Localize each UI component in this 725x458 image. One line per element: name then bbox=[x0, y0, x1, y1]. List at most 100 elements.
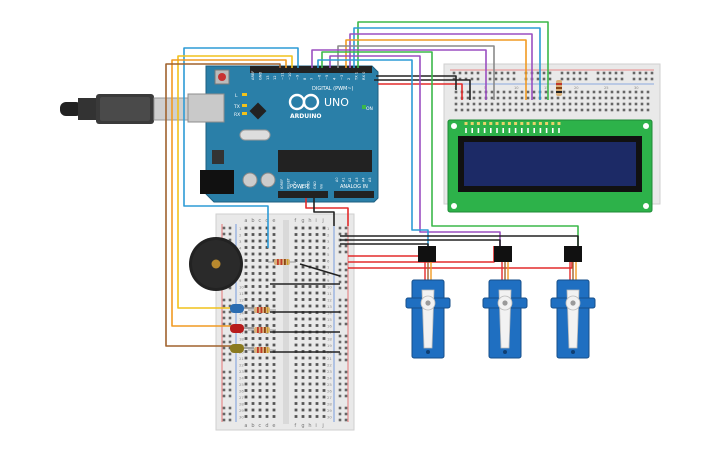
power-pin-label: Vin bbox=[320, 184, 324, 189]
led-yellow[interactable] bbox=[230, 344, 254, 353]
row-number: 12 bbox=[239, 298, 244, 303]
digital-pin-label: GND bbox=[258, 72, 262, 80]
row-number: 10 bbox=[514, 86, 519, 90]
on-label: ON bbox=[366, 106, 373, 112]
column-letter: g bbox=[301, 423, 304, 429]
servo-motor[interactable] bbox=[482, 262, 528, 359]
led-blue[interactable] bbox=[230, 304, 254, 313]
column-letter: i bbox=[315, 423, 316, 429]
l-label: L bbox=[235, 93, 238, 99]
row-number: 11 bbox=[239, 291, 244, 296]
column-letter: j bbox=[321, 218, 323, 224]
column-letter: d bbox=[265, 423, 268, 429]
resistor-buzzer[interactable] bbox=[268, 259, 296, 265]
wire-blue-lcd[interactable] bbox=[353, 27, 541, 100]
row-number: 23 bbox=[239, 369, 244, 374]
led-red[interactable] bbox=[230, 324, 254, 333]
column-letter: b bbox=[251, 423, 254, 429]
resistor-led-blue[interactable] bbox=[248, 307, 276, 313]
row-number: 9 bbox=[239, 278, 242, 283]
row-number: 28 bbox=[327, 402, 332, 407]
column-letter: j bbox=[321, 423, 323, 429]
digital-pin-label: RX 0 bbox=[362, 71, 366, 80]
servo-motor[interactable] bbox=[550, 262, 596, 359]
row-number: 20 bbox=[574, 86, 579, 90]
row-number: 22 bbox=[327, 363, 332, 368]
wire-black-gnd[interactable] bbox=[313, 198, 335, 226]
row-number: 24 bbox=[239, 376, 244, 381]
wire-green-lcd[interactable] bbox=[357, 21, 549, 100]
lcd-pin-header bbox=[464, 122, 561, 133]
digital-pin-label: ~9 bbox=[295, 74, 299, 80]
tx-label: TX bbox=[233, 104, 240, 110]
row-number: 22 bbox=[239, 363, 244, 368]
power-header bbox=[278, 191, 328, 198]
column-letter: b bbox=[251, 218, 254, 224]
wire-orange-led[interactable] bbox=[171, 59, 287, 327]
row-number: 16 bbox=[327, 324, 332, 329]
wire-red-lcd[interactable] bbox=[378, 83, 463, 100]
row-number: 1 bbox=[327, 226, 330, 231]
wire-brown-led[interactable] bbox=[165, 63, 281, 347]
arduino-logo bbox=[288, 93, 320, 111]
usb-port bbox=[187, 93, 225, 123]
column-letter: c bbox=[258, 218, 261, 224]
wire-purple-servo-2[interactable] bbox=[329, 55, 501, 246]
row-number: 15 bbox=[327, 317, 332, 322]
brand-label: ARDUINO bbox=[290, 113, 321, 120]
row-number: 21 bbox=[327, 356, 332, 361]
wire-blue-servo-1[interactable] bbox=[317, 59, 429, 246]
resistor-lcd[interactable] bbox=[556, 80, 562, 96]
digital-pin-label: ~10 bbox=[288, 72, 292, 80]
row-number: 21 bbox=[239, 356, 244, 361]
column-letter: f bbox=[294, 218, 296, 224]
row-number: 19 bbox=[327, 343, 332, 348]
wire-gray-lcd[interactable] bbox=[337, 45, 495, 100]
digital-pin-label: 2 bbox=[347, 78, 351, 80]
wire-orange-lcd[interactable] bbox=[345, 39, 527, 100]
wire-yellow-led[interactable] bbox=[177, 55, 293, 309]
wire-black-lcd[interactable] bbox=[374, 79, 471, 100]
digital-pin-label: 13 bbox=[266, 75, 270, 80]
wire-blue-buzzer[interactable] bbox=[183, 47, 299, 248]
resistor-led-yellow[interactable] bbox=[248, 347, 276, 353]
digital-pin-label: ~11 bbox=[281, 72, 285, 80]
reset-button[interactable] bbox=[218, 73, 226, 81]
power-pin-label: GND bbox=[306, 181, 310, 189]
atmega-chip bbox=[278, 150, 372, 172]
analog-pin-label: A4 bbox=[361, 178, 365, 182]
resistor-led-red[interactable] bbox=[248, 327, 276, 333]
row-number: 5 bbox=[327, 252, 330, 257]
row-number: 3 bbox=[239, 239, 242, 244]
breadboard-right-holes bbox=[452, 71, 654, 112]
wire-black-lcd-2[interactable] bbox=[376, 75, 457, 90]
row-number: 12 bbox=[327, 298, 332, 303]
wire-red-5v[interactable] bbox=[305, 198, 349, 226]
column-letter: g bbox=[301, 218, 304, 224]
analog-label: ANALOG IN bbox=[340, 184, 368, 190]
servo-headers bbox=[418, 246, 582, 262]
row-number: 30 bbox=[634, 86, 639, 90]
wire-green-servo-3[interactable] bbox=[321, 51, 579, 246]
power-jack bbox=[200, 170, 234, 194]
wire-purple-2-lcd[interactable] bbox=[311, 49, 487, 100]
power-label: POWER bbox=[290, 184, 309, 190]
arduino-board[interactable]: ARDUINO UNO DIGITAL (PWM~) POWER ANALOG … bbox=[187, 65, 379, 203]
row-number: 9 bbox=[327, 278, 330, 283]
row-number: 30 bbox=[327, 415, 332, 420]
digital-pin-label: TX 1 bbox=[355, 72, 359, 81]
wire-purple-lcd[interactable] bbox=[349, 33, 533, 100]
lcd-module[interactable] bbox=[447, 119, 653, 213]
piezo-buzzer[interactable] bbox=[189, 237, 243, 291]
power-pin-label: 5V bbox=[300, 184, 304, 189]
rx-label: RX bbox=[234, 112, 240, 118]
row-number: 8 bbox=[327, 272, 330, 277]
servo-motor[interactable] bbox=[405, 262, 451, 359]
digital-pin-label: ~6 bbox=[318, 74, 322, 80]
